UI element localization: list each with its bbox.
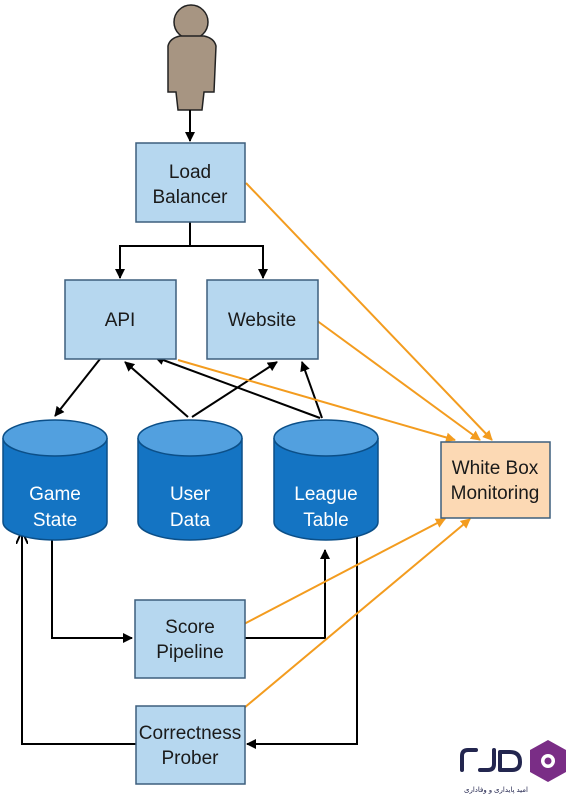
monitoring-label-2: Monitoring	[451, 483, 540, 504]
brand-logo: امید پایداری و وفاداری	[460, 740, 566, 794]
load-balancer-box: Load Balancer	[135, 142, 246, 223]
user-data-database: User Data	[137, 419, 243, 541]
monitoring-label-1: White Box	[452, 458, 539, 479]
score-pipeline-label-2: Pipeline	[156, 642, 224, 663]
correctness-prober-label-1: Correctness	[139, 723, 241, 744]
league-table-label-1: League	[294, 484, 357, 505]
score-pipeline-box: Score Pipeline	[134, 599, 246, 679]
game-state-database: Game State	[2, 419, 108, 541]
league-table-database: League Table	[273, 419, 379, 541]
correctness-prober-box: Correctness Prober	[135, 705, 246, 785]
logo-tagline: امید پایداری و وفاداری	[464, 787, 528, 794]
load-balancer-label-1: Load	[169, 162, 211, 183]
orange-arrows	[177, 182, 493, 709]
api-box: API	[64, 279, 177, 360]
api-label: API	[105, 310, 136, 331]
score-pipeline-label-1: Score	[165, 617, 215, 638]
correctness-prober-label-2: Prober	[161, 748, 219, 769]
user-data-label-1: User	[170, 484, 211, 505]
league-table-label-2: Table	[303, 510, 348, 531]
load-balancer-label-2: Balancer	[153, 187, 229, 208]
logo-wordmark-shape	[460, 748, 522, 772]
game-state-label-2: State	[33, 510, 77, 531]
user-icon	[167, 4, 217, 111]
white-box-monitoring-box: White Box Monitoring	[440, 441, 551, 519]
website-label: Website	[228, 310, 296, 331]
black-arrows	[22, 222, 358, 749]
website-box: Website	[206, 279, 319, 360]
game-state-label-1: Game	[29, 484, 81, 505]
user-data-label-2: Data	[170, 510, 211, 531]
